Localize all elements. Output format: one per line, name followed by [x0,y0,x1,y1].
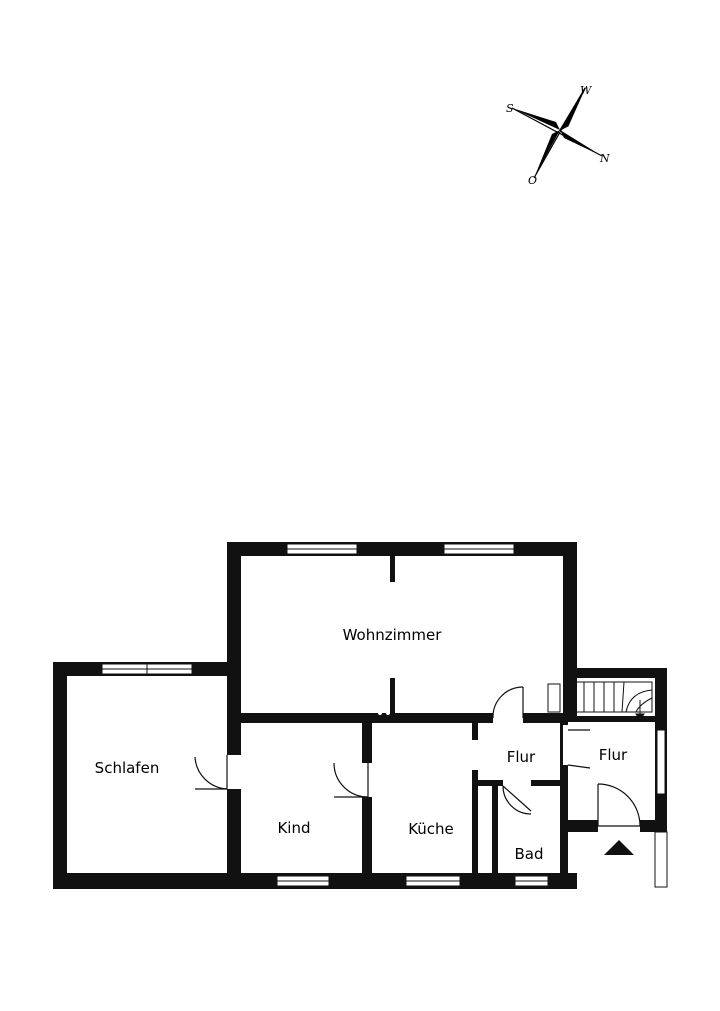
room-label-kitchen: Küche [408,820,454,838]
compass-north-label: N [599,152,610,165]
room-label-child: Kind [277,819,310,837]
room-label-bath: Bad [514,845,543,863]
entrance-arrow [604,840,634,855]
compass-rose: W S N O [506,84,610,187]
living-room-divider [390,556,395,713]
compass-east-label: O [528,174,537,187]
room-label-living: Wohnzimmer [343,626,443,644]
staircase [547,681,653,721]
exterior-wall-segment [654,831,668,888]
walls [53,542,667,889]
compass-needle-se [560,130,602,156]
room-label-hall-entry: Flur [599,746,628,764]
compass-south-label: S [506,102,514,115]
room-label-bedroom: Schlafen [95,759,160,777]
room-label-hall-inner: Flur [507,748,536,766]
doors [194,686,641,832]
compass-needle-nw [512,108,560,130]
compass-west-label: W [580,84,593,97]
